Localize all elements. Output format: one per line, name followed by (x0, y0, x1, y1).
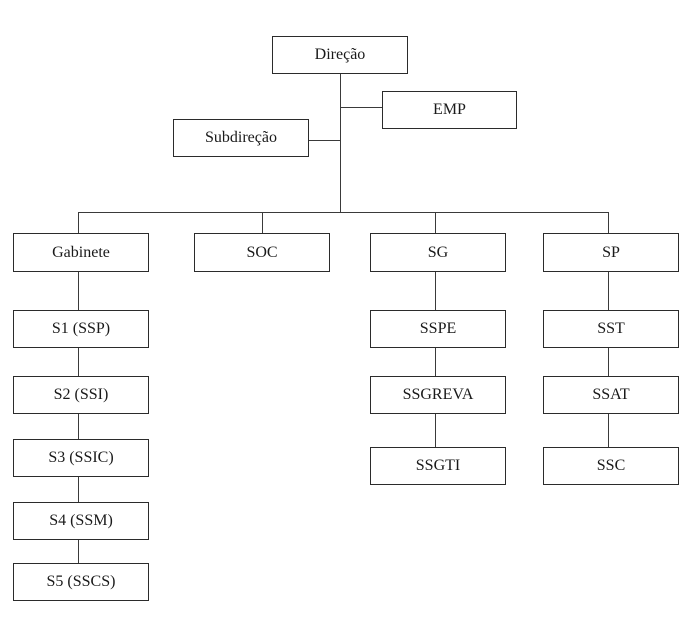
node-ssc: SSC (543, 447, 679, 485)
node-s3: S3 (SSIC) (13, 439, 149, 477)
drop-soc (262, 212, 264, 234)
node-soc: SOC (194, 233, 330, 272)
node-ssgreva: SSGREVA (370, 376, 506, 414)
node-subdirecao: Subdireção (173, 119, 309, 157)
trunk-line (340, 74, 342, 213)
drop-sg (435, 212, 437, 234)
drop-gabinete (78, 212, 80, 234)
node-s4: S4 (SSM) (13, 502, 149, 540)
node-sspe: SSPE (370, 310, 506, 348)
emp-connector (340, 107, 382, 109)
node-gabinete: Gabinete (13, 233, 149, 272)
node-sst: SST (543, 310, 679, 348)
node-sp: SP (543, 233, 679, 272)
node-s1: S1 (SSP) (13, 310, 149, 348)
node-emp: EMP (382, 91, 517, 129)
node-s2: S2 (SSI) (13, 376, 149, 414)
drop-sp (608, 212, 610, 234)
node-ssgti: SSGTI (370, 447, 506, 485)
sp-chain-line (608, 272, 610, 448)
node-s5: S5 (SSCS) (13, 563, 149, 601)
subdirecao-connector (309, 140, 340, 142)
gabinete-chain-line (78, 272, 80, 564)
node-sg: SG (370, 233, 506, 272)
branch-bus-line (78, 212, 608, 214)
node-direcao: Direção (272, 36, 408, 74)
sg-chain-line (435, 272, 437, 448)
node-ssat: SSAT (543, 376, 679, 414)
